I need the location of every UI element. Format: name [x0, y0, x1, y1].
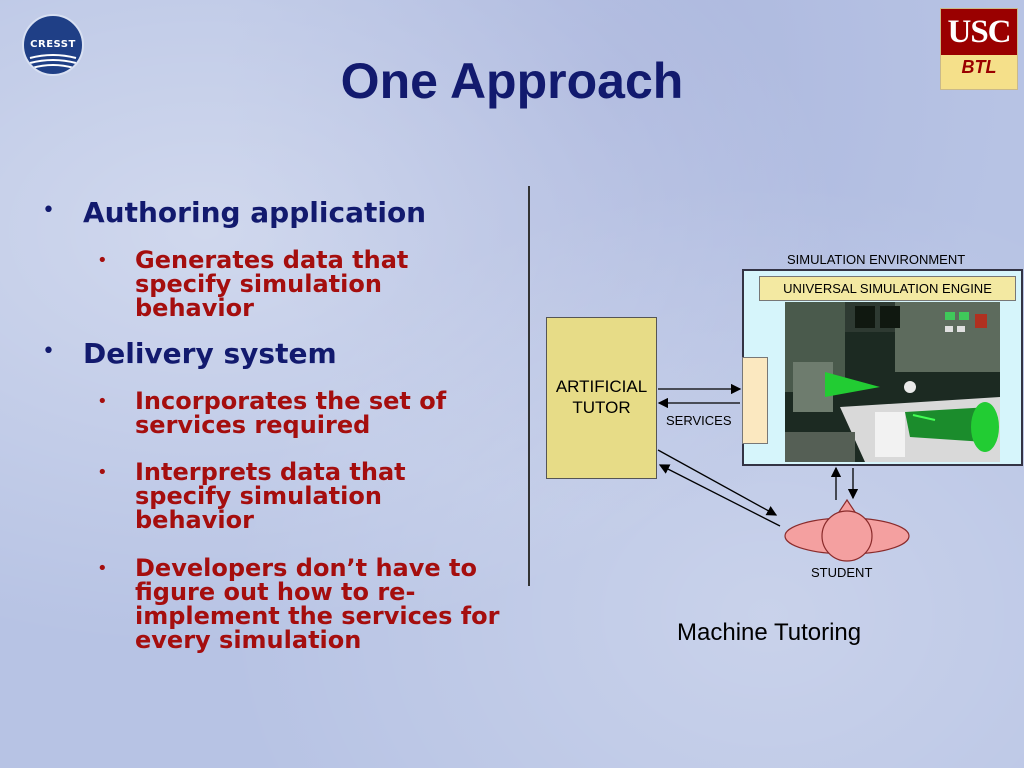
- usc-btl-logo: USC BTL: [940, 8, 1018, 90]
- student-label: STUDENT: [811, 565, 873, 580]
- artificial-tutor-line2: TUTOR: [572, 398, 631, 417]
- bullet-authoring-application: Authoring application: [83, 196, 427, 229]
- slide-title: One Approach: [340, 53, 684, 109]
- services-label: SERVICES: [666, 413, 732, 428]
- bullet-delivery-system: Delivery system: [83, 337, 337, 370]
- artificial-tutor-line1: ARTIFICIAL: [555, 377, 648, 396]
- simulation-environment-label: SIMULATION ENVIRONMENT: [787, 252, 966, 267]
- diagram-arrows: [657, 383, 781, 527]
- cresst-logo-text: CRESST: [30, 39, 76, 50]
- bullet-marker: •: [97, 250, 108, 271]
- diagram-caption: Machine Tutoring: [677, 619, 862, 646]
- cresst-logo: CRESST: [22, 14, 84, 76]
- bullet-marker: •: [42, 198, 55, 223]
- column-divider: [528, 186, 530, 586]
- bullet-marker: •: [42, 339, 55, 364]
- bullet-marker: •: [97, 462, 108, 483]
- universal-simulation-engine-label: UNIVERSAL SIMULATION ENGINE: [759, 276, 1016, 301]
- services-box: [742, 357, 768, 444]
- bullet-marker: •: [97, 558, 108, 579]
- sub-bullet-developers: Developers don’t have to figure out how …: [135, 554, 500, 654]
- sub-bullet-generates-data: Generates data that specify simulation b…: [135, 246, 409, 322]
- artificial-tutor-box: ARTIFICIAL TUTOR: [546, 317, 657, 479]
- sub-bullet-incorporates-services: Incorporates the set of services require…: [135, 387, 447, 439]
- sub-bullet-interprets-data: Interprets data that specify simulation …: [135, 458, 406, 534]
- btl-logo-text: BTL: [961, 57, 997, 77]
- bullet-marker: •: [97, 391, 108, 412]
- wave-icon: [29, 54, 77, 69]
- artificial-tutor-label: ARTIFICIAL TUTOR: [547, 376, 656, 418]
- usc-logo-text: USC: [941, 9, 1017, 55]
- student-icon: [784, 498, 910, 562]
- cockpit-simulation-image: [785, 302, 1000, 462]
- student-environment-arrows: [830, 466, 859, 500]
